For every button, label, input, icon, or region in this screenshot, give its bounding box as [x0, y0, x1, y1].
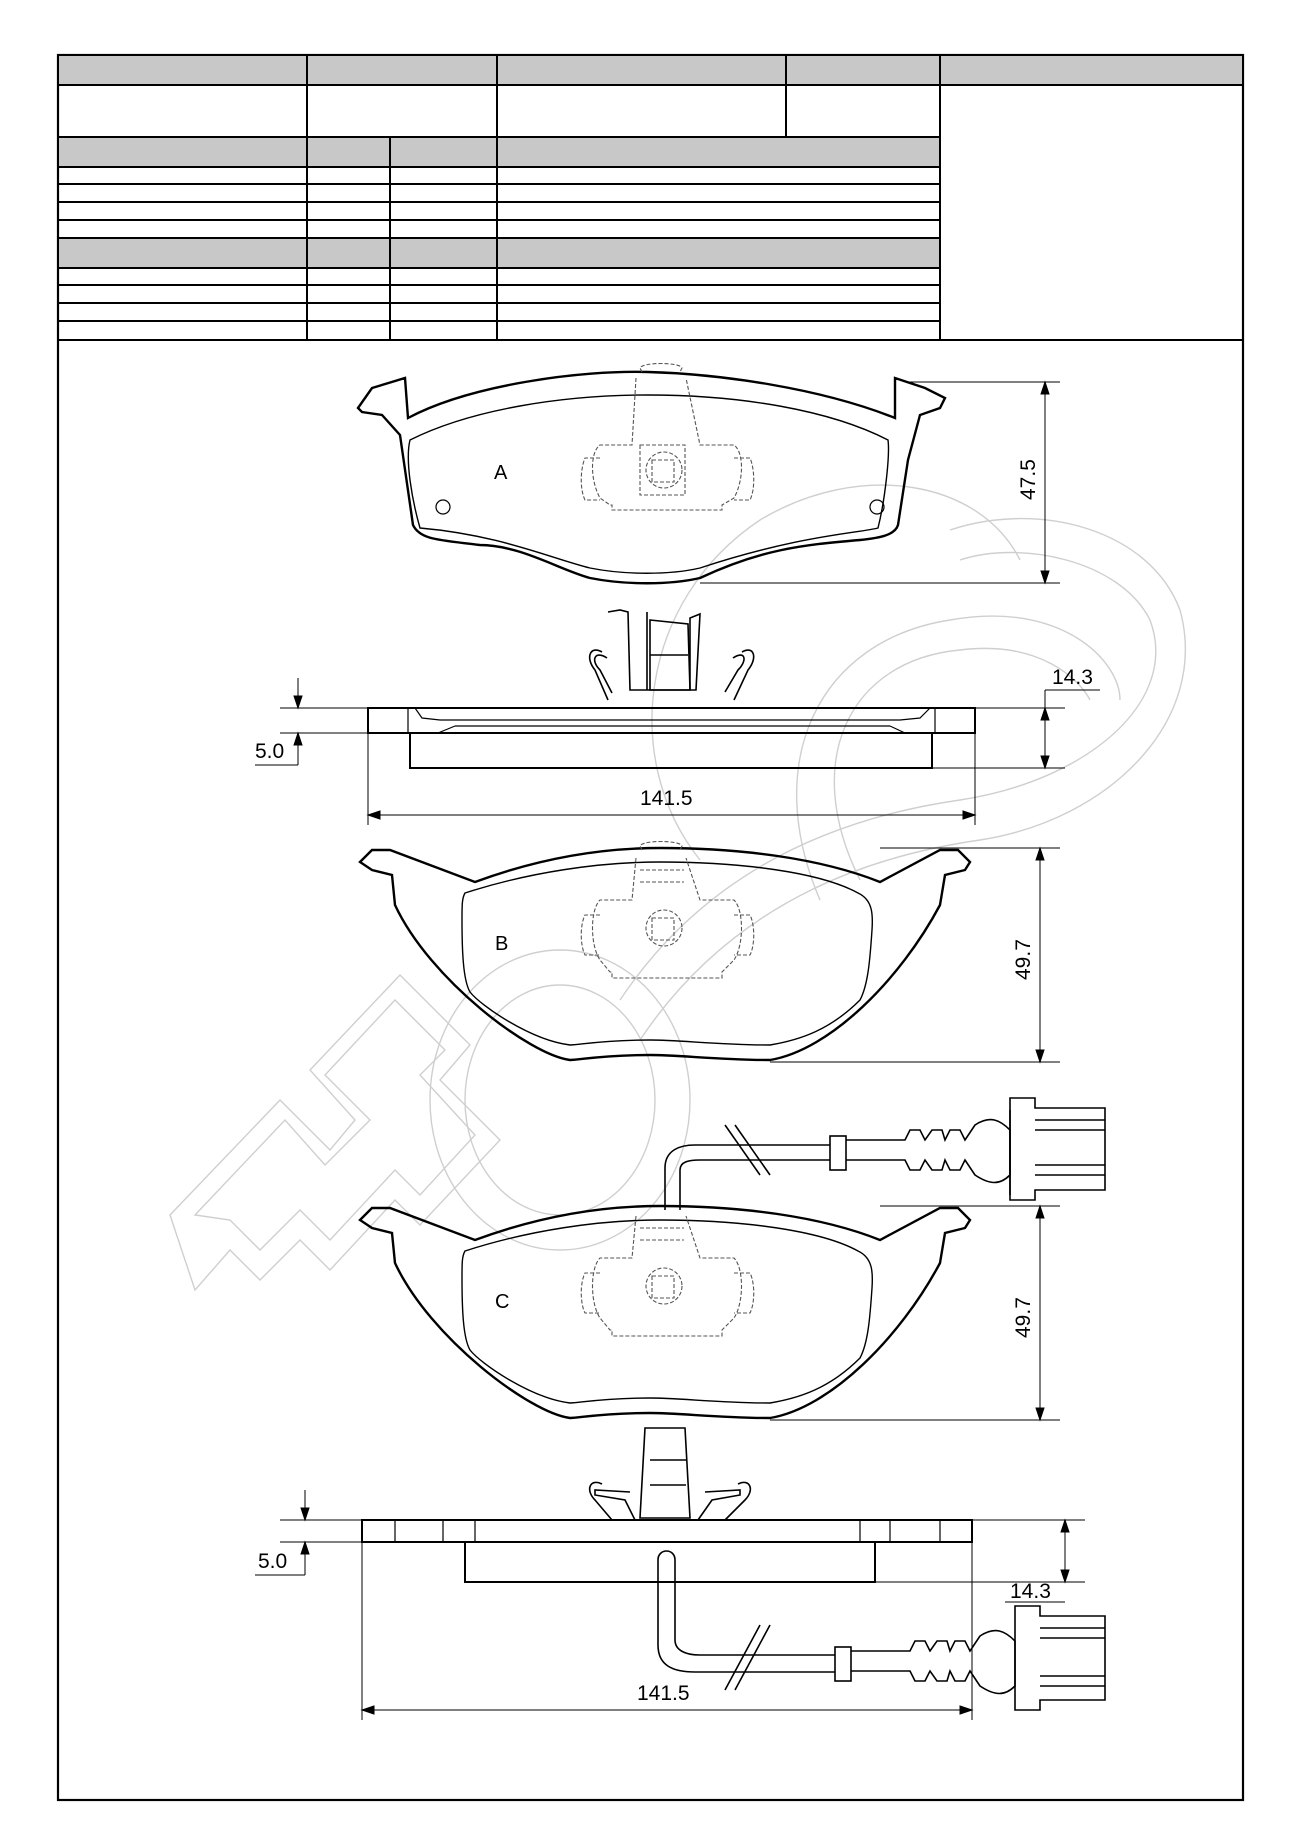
pad-a-hole-right [869, 499, 885, 515]
section1-header-row [57, 136, 941, 168]
pad-c-wear-sensor [664, 1097, 1106, 1210]
side-bottom-thickness-value: 14.3 [1010, 1580, 1051, 1603]
pad-c-backplate [358, 1204, 972, 1420]
side-bottom-width-value: 141.5 [637, 1682, 690, 1705]
pad-a-height-dimension-lines [700, 380, 1060, 585]
side-top-backplate [367, 707, 976, 734]
pad-b-label: B [495, 933, 508, 955]
side-top-friction [409, 733, 933, 769]
pad-b-height-value: 49.7 [1012, 939, 1035, 980]
pad-b-friction-material [461, 861, 874, 1046]
pad-a-hole-left [435, 499, 451, 515]
side-bottom-friction [464, 1542, 876, 1583]
pad-a-spring-clip-hidden [580, 362, 755, 511]
watermark-logo [169, 484, 1186, 1292]
header-table [56, 53, 1245, 1802]
pad-b-spring-clip-hidden [580, 840, 755, 979]
pad-a-backplate [356, 370, 947, 585]
side-view-bottom: 5.0 14.3 141.5 [255, 1427, 1106, 1720]
pad-a-friction-material [407, 394, 890, 574]
pad-c-friction-material [461, 1219, 874, 1404]
pad-c-height-value: 49.7 [1012, 1297, 1035, 1338]
side-top-width-value: 141.5 [640, 787, 693, 810]
pad-a-height-value: 47.5 [1017, 459, 1040, 500]
pad-b-backplate [358, 846, 972, 1062]
pad-c-view: C 49.7 [358, 1204, 1060, 1422]
side-bottom-backplate [361, 1519, 973, 1543]
pad-b-view: B 49.7 [358, 840, 1060, 1064]
pad-a-view: A 47.5 [356, 362, 1060, 585]
side-bottom-wear-sensor [657, 1550, 1106, 1711]
section2-header-row [57, 237, 941, 269]
side-top-backplate-value: 5.0 [255, 740, 284, 763]
side-view-top: 5.0 14.3 141.5 [255, 609, 1100, 825]
pad-c-label: C [495, 1291, 509, 1313]
side-bottom-backplate-value: 5.0 [258, 1550, 287, 1573]
header-row-1 [57, 54, 1244, 86]
side-top-thickness-value: 14.3 [1052, 666, 1093, 689]
pad-a-label: A [494, 462, 508, 484]
pad-c-spring-clip-hidden [580, 1215, 755, 1337]
